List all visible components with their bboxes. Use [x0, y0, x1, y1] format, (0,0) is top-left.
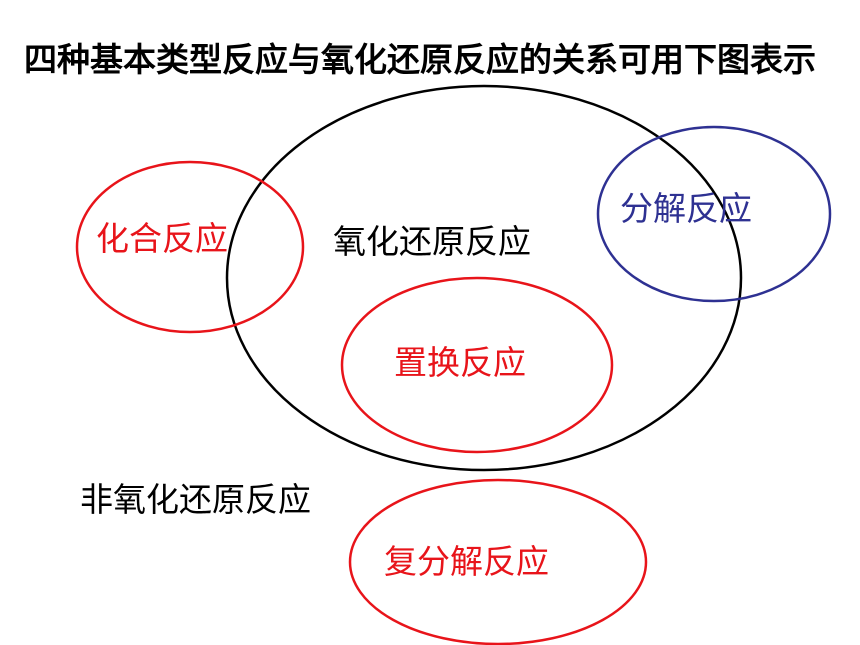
- double-displacement-reaction-circle: [348, 478, 648, 645]
- double-displacement-reaction-label: 复分解反应: [384, 542, 549, 581]
- redox-reaction-circle: [225, 84, 743, 472]
- displacement-reaction-circle: [340, 276, 614, 454]
- decomposition-reaction-label: 分解反应: [620, 189, 752, 228]
- non-redox-reaction-label: 非氧化还原反应: [80, 480, 311, 519]
- redox-reaction-label: 氧化还原反应: [333, 222, 531, 261]
- displacement-reaction-label: 置换反应: [394, 343, 526, 382]
- slide-title: 四种基本类型反应与氧化还原反应的关系可用下图表示: [24, 40, 816, 79]
- combination-reaction-circle: [75, 160, 305, 334]
- combination-reaction-label: 化合反应: [96, 219, 228, 258]
- decomposition-reaction-circle: [596, 125, 832, 303]
